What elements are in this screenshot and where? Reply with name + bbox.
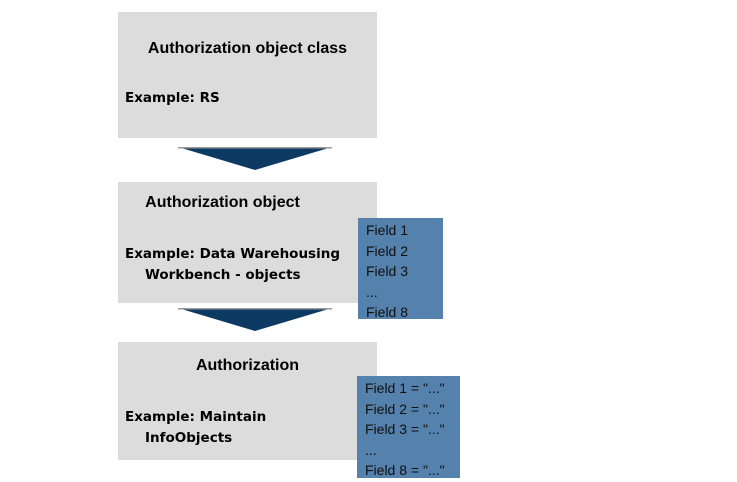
field-item-ellipsis: ... — [365, 441, 377, 458]
authorization-box: Authorization Example: Maintain InfoObje… — [118, 342, 377, 460]
stage-example: Example: Data Warehousing Workbench - ob… — [125, 244, 377, 286]
example-line: Workbench - objects — [145, 267, 301, 283]
example-line: Example: Data Warehousing — [125, 246, 340, 262]
field-item: Field 8 — [366, 304, 409, 320]
field-item: Field 1 — [366, 222, 409, 238]
field-item: Field 8 = "..." — [365, 462, 445, 478]
down-arrow-icon — [178, 308, 332, 331]
authorization-object-box: Authorization object Example: Data Wareh… — [118, 182, 377, 303]
fields-list-box: Field 1 Field 2 Field 3 ... Field 8 — [358, 218, 443, 320]
example-line: InfoObjects — [145, 430, 233, 446]
authorization-object-class-box: Authorization object class Example: RS — [118, 12, 377, 138]
down-arrow-icon — [178, 147, 332, 170]
example-line: Example: RS — [125, 90, 220, 106]
field-item: Field 3 — [366, 263, 409, 279]
field-values-list-box: Field 1 = "..." Field 2 = "..." Field 3 … — [357, 376, 460, 478]
example-line: Example: Maintain — [125, 409, 267, 425]
field-item: Field 2 = "..." — [365, 400, 445, 417]
stage-example: Example: Maintain InfoObjects — [125, 407, 377, 449]
stage-title: Authorization object class — [147, 40, 348, 57]
field-item-ellipsis: ... — [366, 283, 378, 300]
field-item: Field 2 — [366, 242, 409, 259]
field-item: Field 3 = "..." — [365, 421, 445, 437]
stage-title: Authorization object — [145, 194, 300, 211]
stage-example: Example: RS — [125, 88, 377, 109]
stage-title: Authorization — [195, 357, 300, 374]
field-item: Field 1 = "..." — [365, 380, 445, 396]
